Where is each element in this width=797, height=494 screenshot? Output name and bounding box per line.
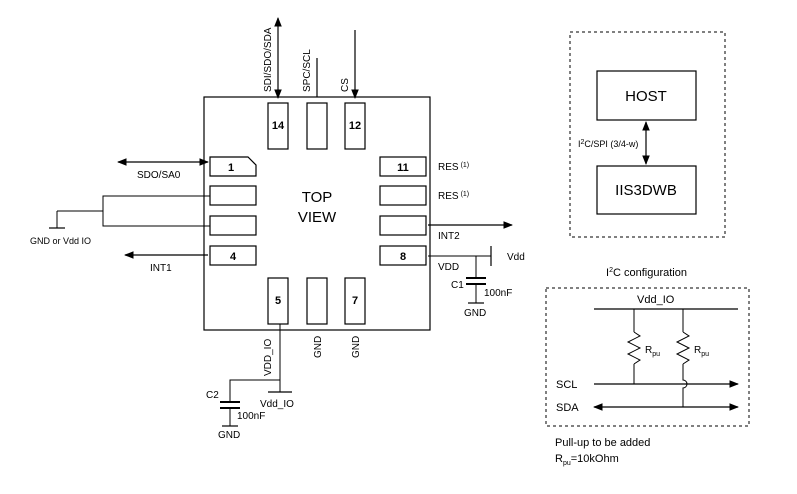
pin-4-label: 4 (230, 251, 237, 263)
res2-label: RES(1) (438, 191, 469, 202)
int1-label: INT1 (150, 263, 172, 274)
pin-12 (344, 102, 366, 150)
i2c-frame (545, 287, 750, 427)
r2-body (675, 331, 691, 365)
pullup-note: Pull-up to be added (555, 437, 650, 449)
host-block (596, 70, 697, 121)
c2-gnd-label: GND (218, 430, 240, 441)
pin-7-label: 7 (352, 295, 358, 307)
vdd-io-rail-label: Vdd_IO (637, 294, 675, 306)
pin-5 (267, 277, 289, 325)
cs-label: CS (340, 78, 351, 92)
pin-1 (209, 156, 257, 177)
c1-label: C1 (451, 280, 464, 291)
gnd-or-vdd-io-label: GND or Vdd IO (30, 236, 91, 246)
host-label: HOST (625, 88, 667, 105)
top-view-line2: VIEW (298, 209, 337, 226)
pin-11-label: 11 (397, 162, 409, 174)
gnd-pin6-label: GND (313, 336, 324, 358)
r2-label: Rpu (694, 345, 709, 358)
res1-label: RES(1) (438, 162, 469, 173)
c2-label: C2 (206, 390, 219, 401)
pin-6 (306, 277, 328, 325)
pin-3 (209, 215, 257, 236)
int2-label: INT2 (438, 231, 460, 242)
pin-11 (379, 156, 427, 177)
pin-5-label: 5 (275, 295, 281, 307)
pin-1-label: 1 (228, 162, 234, 174)
vdd-io-pin-label: VDD_IO (263, 339, 274, 376)
i2c-title: I2C configuration (606, 267, 687, 279)
sdi-label: SDI/SDO/SDA (263, 27, 274, 92)
device-label: IIS3DWB (615, 182, 677, 199)
r1-label: Rpu (645, 345, 660, 358)
pin-8-label: 8 (400, 251, 406, 263)
r2-bottom-lead (682, 364, 688, 407)
spc-label: SPC/SCL (302, 49, 313, 92)
c2-wire (229, 379, 280, 402)
pin2-pin3-tie (102, 195, 210, 227)
pin-12-label: 12 (349, 120, 361, 132)
vdd-io-supply-label: Vdd_IO (260, 399, 294, 410)
pin-7 (344, 277, 366, 325)
rpu-value-note: Rpu=10kOhm (555, 453, 619, 467)
c2-value: 100nF (237, 411, 265, 422)
pin-4 (209, 245, 257, 266)
vdd-pin-label: VDD (438, 262, 459, 273)
host-frame (569, 31, 726, 238)
top-view-line1: TOP (302, 189, 333, 206)
sda-label: SDA (556, 402, 579, 414)
sdo-sa0-label: SDO/SA0 (137, 170, 181, 181)
pin-2 (209, 185, 257, 206)
pin-9 (379, 215, 427, 236)
pin-14-label: 14 (272, 120, 285, 132)
pin-14 (267, 102, 289, 150)
r1-body (626, 331, 642, 365)
pin-8 (379, 245, 427, 266)
pin-10 (379, 185, 427, 206)
device-block (596, 165, 697, 215)
pin-13 (306, 102, 328, 150)
c1-value: 100nF (484, 288, 512, 299)
c1-gnd-label: GND (464, 308, 486, 319)
vdd-supply-label: Vdd (507, 252, 525, 263)
bus-label: I2C/SPI (3/4-w) (578, 139, 638, 149)
scl-label: SCL (556, 379, 577, 391)
gnd-pin7-label: GND (351, 336, 362, 358)
